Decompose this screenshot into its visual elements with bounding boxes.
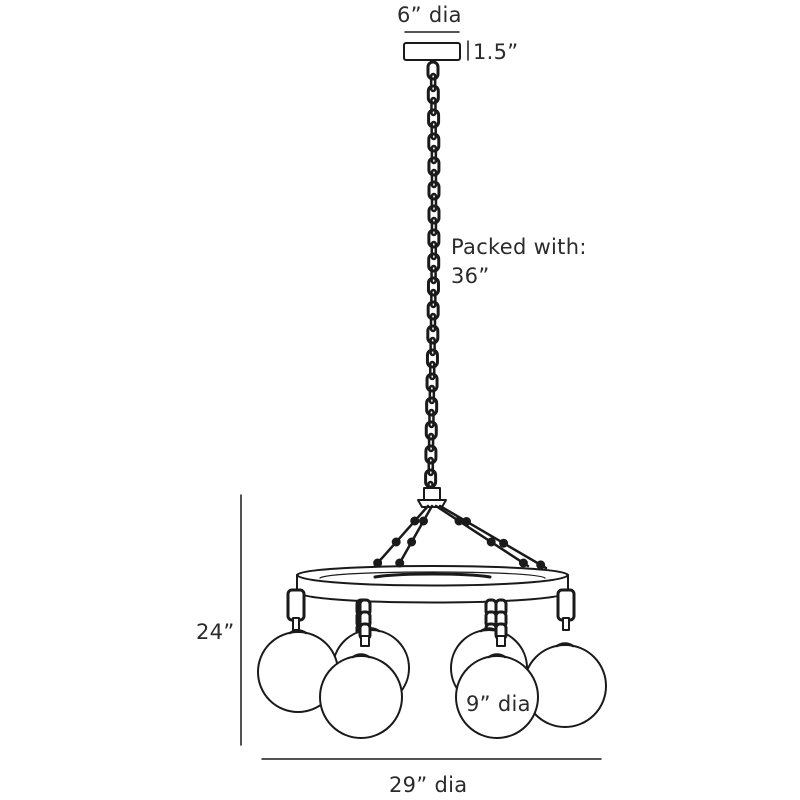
chain-link <box>430 144 438 165</box>
overall-height-label: 24” <box>196 620 235 644</box>
globe-shades <box>257 588 607 739</box>
cable-bead <box>407 537 417 547</box>
chain-link <box>427 132 441 153</box>
ring-suspension-cables <box>373 504 548 570</box>
chain-link <box>428 408 435 429</box>
cable-bead <box>419 516 428 526</box>
globe-cap <box>555 642 575 648</box>
cable-bead <box>536 560 546 570</box>
chain-link <box>426 300 440 321</box>
suspension-cable <box>373 504 430 568</box>
chain-link <box>427 108 441 129</box>
side-link <box>286 588 306 622</box>
chain-link <box>424 468 438 489</box>
globe-neck <box>496 635 506 647</box>
chain-link <box>430 216 438 237</box>
chain-link <box>427 432 435 453</box>
globe-cap <box>288 629 308 635</box>
chain-link <box>424 444 438 465</box>
chain-link <box>425 396 439 417</box>
cable-bead <box>486 537 496 547</box>
suspension-cable <box>396 504 434 568</box>
side-link <box>556 588 576 622</box>
globe-diameter-label: 9” dia <box>464 692 533 716</box>
cable-bead <box>373 558 383 568</box>
globe-neck <box>292 617 300 631</box>
globe-pendant <box>257 588 339 713</box>
ceiling-canopy <box>403 40 469 61</box>
chain-link <box>429 72 437 93</box>
chain-link <box>427 180 441 201</box>
chain-link <box>429 336 436 357</box>
chain-link <box>426 60 440 81</box>
chain-note-label: Packed with: <box>451 235 587 259</box>
chain-link <box>424 420 438 441</box>
chain-link <box>427 156 441 177</box>
chain-link <box>427 228 441 249</box>
chain-link <box>426 276 440 297</box>
chain-link <box>426 84 440 105</box>
chain-length-label: 36” <box>451 264 490 288</box>
overall-diameter-label: 29” dia <box>389 773 468 797</box>
chain-link <box>430 264 437 285</box>
chain-link <box>430 96 437 117</box>
chain-link <box>425 372 439 393</box>
chain-link <box>430 120 437 141</box>
cable-bead <box>499 538 509 548</box>
globe-pendant <box>455 598 539 739</box>
chain-link <box>430 240 438 261</box>
chain-link <box>427 252 441 273</box>
chain-link <box>425 348 439 369</box>
cable-bead <box>462 517 471 526</box>
globe-cap <box>351 653 371 659</box>
chandelier-ring <box>296 565 569 604</box>
chain-hub <box>417 487 447 508</box>
globe-neck <box>360 635 370 647</box>
globe-pendant <box>523 588 607 728</box>
chain-link <box>427 204 441 225</box>
glass-globe <box>319 655 403 739</box>
globe-neck <box>562 617 570 631</box>
canopy-height-label: 1.5” <box>473 40 519 64</box>
cable-bead <box>410 516 420 526</box>
cable-bead <box>518 558 528 568</box>
chain-link <box>430 168 438 189</box>
chain-link <box>430 288 437 309</box>
globe-cap <box>487 653 507 659</box>
globe-pendant <box>319 598 403 739</box>
suspension-cable <box>434 504 530 568</box>
suspension-cable <box>438 504 548 570</box>
chain-link <box>430 192 438 213</box>
chain-link <box>427 456 435 477</box>
canopy-diameter-label: 6” dia <box>397 3 462 27</box>
chain-link <box>429 312 437 333</box>
chain-link <box>426 324 440 345</box>
chain-link <box>428 384 436 405</box>
cable-bead <box>391 537 401 547</box>
hanging-chain <box>424 60 441 501</box>
chain-link <box>428 360 436 381</box>
